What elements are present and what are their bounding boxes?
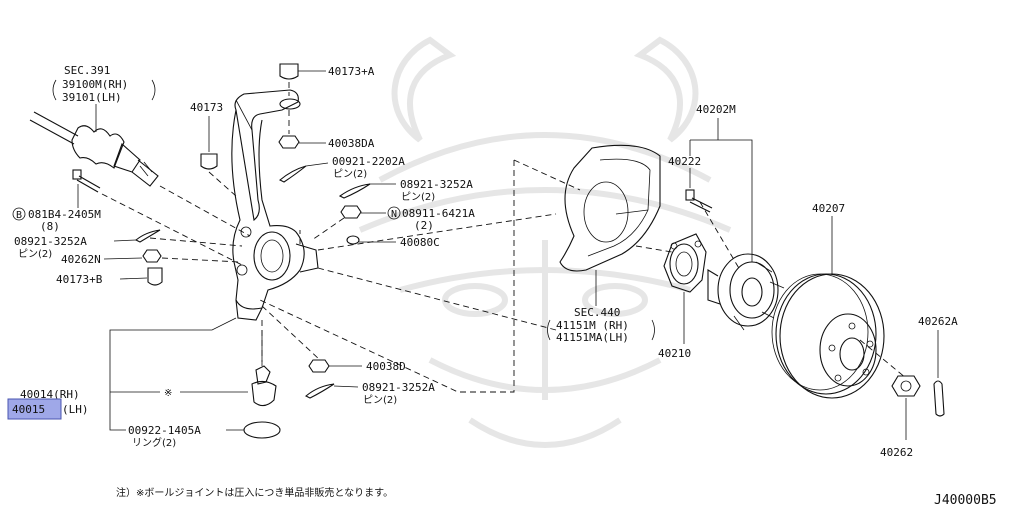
bushing-40173B-leader — [119, 277, 148, 280]
hub-nut-40262-icon — [891, 375, 921, 397]
sec440-title[interactable]: SEC.440 — [574, 306, 620, 319]
hub-bolt-40222-illustration — [685, 189, 713, 213]
bushing-40173-icon — [200, 153, 218, 170]
label-08911-6421A[interactable]: 08911-6421A — [402, 207, 475, 220]
washer-40080C-icon — [346, 235, 360, 245]
label-40080C[interactable]: 40080C — [400, 236, 440, 249]
sec391-lh[interactable]: 39101(LH) — [62, 91, 122, 104]
steering-knuckle-illustration — [231, 89, 319, 321]
cotter-pin-left-icon — [134, 229, 161, 243]
sec440-rh[interactable]: 41151M (RH) — [556, 319, 629, 332]
cotter-pin-top-icon — [338, 183, 371, 199]
label-40222[interactable]: 40222 — [668, 155, 701, 168]
b-code: B — [16, 210, 22, 221]
sec440-paren-right — [651, 319, 655, 341]
label-00921-2202A-qty: ピン(2) — [333, 168, 367, 180]
assembly-guide-lines — [101, 82, 907, 393]
label-00922-1405A-qty: リング(2) — [132, 436, 176, 449]
label-40262A[interactable]: 40262A — [918, 315, 958, 328]
hub-nut-hole — [900, 380, 912, 392]
bracket-40202M — [690, 139, 753, 262]
sec440-lh[interactable]: 41151MA(LH) — [556, 331, 629, 344]
label-40173+A[interactable]: 40173+A — [328, 65, 375, 78]
cotter-pin-40262A-icon — [933, 380, 945, 417]
nut-40262N-leader — [103, 257, 143, 260]
b-code-circle — [12, 207, 26, 221]
label-00921-2202A[interactable]: 00921-2202A — [332, 155, 405, 168]
label-08921-3252A-left[interactable]: 08921-3252A — [14, 235, 87, 248]
pin-low-leader — [333, 385, 359, 388]
paren-right — [151, 79, 156, 101]
bracket-low-leader — [109, 392, 126, 431]
knuckle-bolt-illustration — [72, 169, 101, 193]
label-08921-3252A-left-qty: ピン(2) — [18, 248, 52, 260]
footnote: 注）※ボールジョイントは圧入につき単品非販売となります。 — [116, 486, 393, 499]
label-40038D[interactable]: 40038D — [366, 360, 406, 373]
bushing-40173B-icon — [147, 267, 163, 286]
sec391-title[interactable]: SEC.391 — [64, 64, 110, 77]
label-00922-1405A[interactable]: 00922-1405A — [128, 424, 201, 437]
splash-shield-illustration — [559, 144, 661, 272]
asterisk-mark: ※ — [164, 388, 172, 399]
sec440-paren-left — [547, 319, 551, 341]
label-08921-3252A-top-qty: ピン(2) — [401, 191, 435, 203]
drive-shaft-illustration — [29, 111, 159, 187]
label-40207[interactable]: 40207 — [812, 202, 845, 215]
nut-40038D-icon — [308, 359, 330, 373]
label-40038DA[interactable]: 40038DA — [328, 137, 375, 150]
label-081B4-qty: (8) — [40, 220, 60, 233]
label-40262[interactable]: 40262 — [880, 446, 913, 459]
bracket-top-leader — [109, 317, 237, 392]
selected-part-highlight — [7, 398, 62, 420]
paren-left — [52, 79, 57, 101]
label-40014[interactable]: 40014(RH) — [20, 388, 80, 401]
n-code-circle — [387, 206, 401, 220]
n-code: N — [391, 209, 397, 220]
label-08921-3252A-top[interactable]: 08921-3252A — [400, 178, 473, 191]
pin-2202A-leader — [305, 162, 329, 167]
cotter-pin-low-icon — [305, 383, 335, 399]
label-08921-3252A-low-qty: ピン(2) — [363, 394, 397, 406]
nut-40262N-icon — [142, 249, 162, 263]
label-40173[interactable]: 40173 — [190, 101, 223, 114]
sec391-rh[interactable]: 39100M(RH) — [62, 78, 128, 91]
label-08911-qty: (2) — [414, 219, 434, 232]
ball-joint-illustration — [251, 330, 277, 407]
hub-assembly-illustration — [707, 253, 785, 331]
snap-ring-icon — [243, 421, 281, 439]
nut-08911-icon — [340, 205, 362, 219]
hub-bearing-illustration — [663, 233, 707, 293]
brake-rotor-illustration — [771, 273, 885, 399]
label-40173+B[interactable]: 40173+B — [56, 273, 103, 286]
watermark-crest — [358, 36, 732, 448]
label-40262N[interactable]: 40262N — [61, 253, 101, 266]
nut-40038DA-icon — [278, 135, 300, 149]
label-40015-side: (LH) — [62, 403, 89, 416]
label-081B4-2405M[interactable]: 081B4-2405M — [28, 208, 101, 221]
diagram-code: J40000B5 — [934, 493, 997, 508]
label-40015[interactable]: 40015 — [12, 403, 45, 416]
label-08921-3252A-low[interactable]: 08921-3252A — [362, 381, 435, 394]
bushing-40173A-icon — [279, 63, 299, 80]
label-40210[interactable]: 40210 — [658, 347, 691, 360]
pin-left-leader — [113, 239, 137, 242]
label-40202M[interactable]: 40202M — [696, 103, 736, 116]
cotter-pin-2202A-icon — [279, 165, 307, 183]
